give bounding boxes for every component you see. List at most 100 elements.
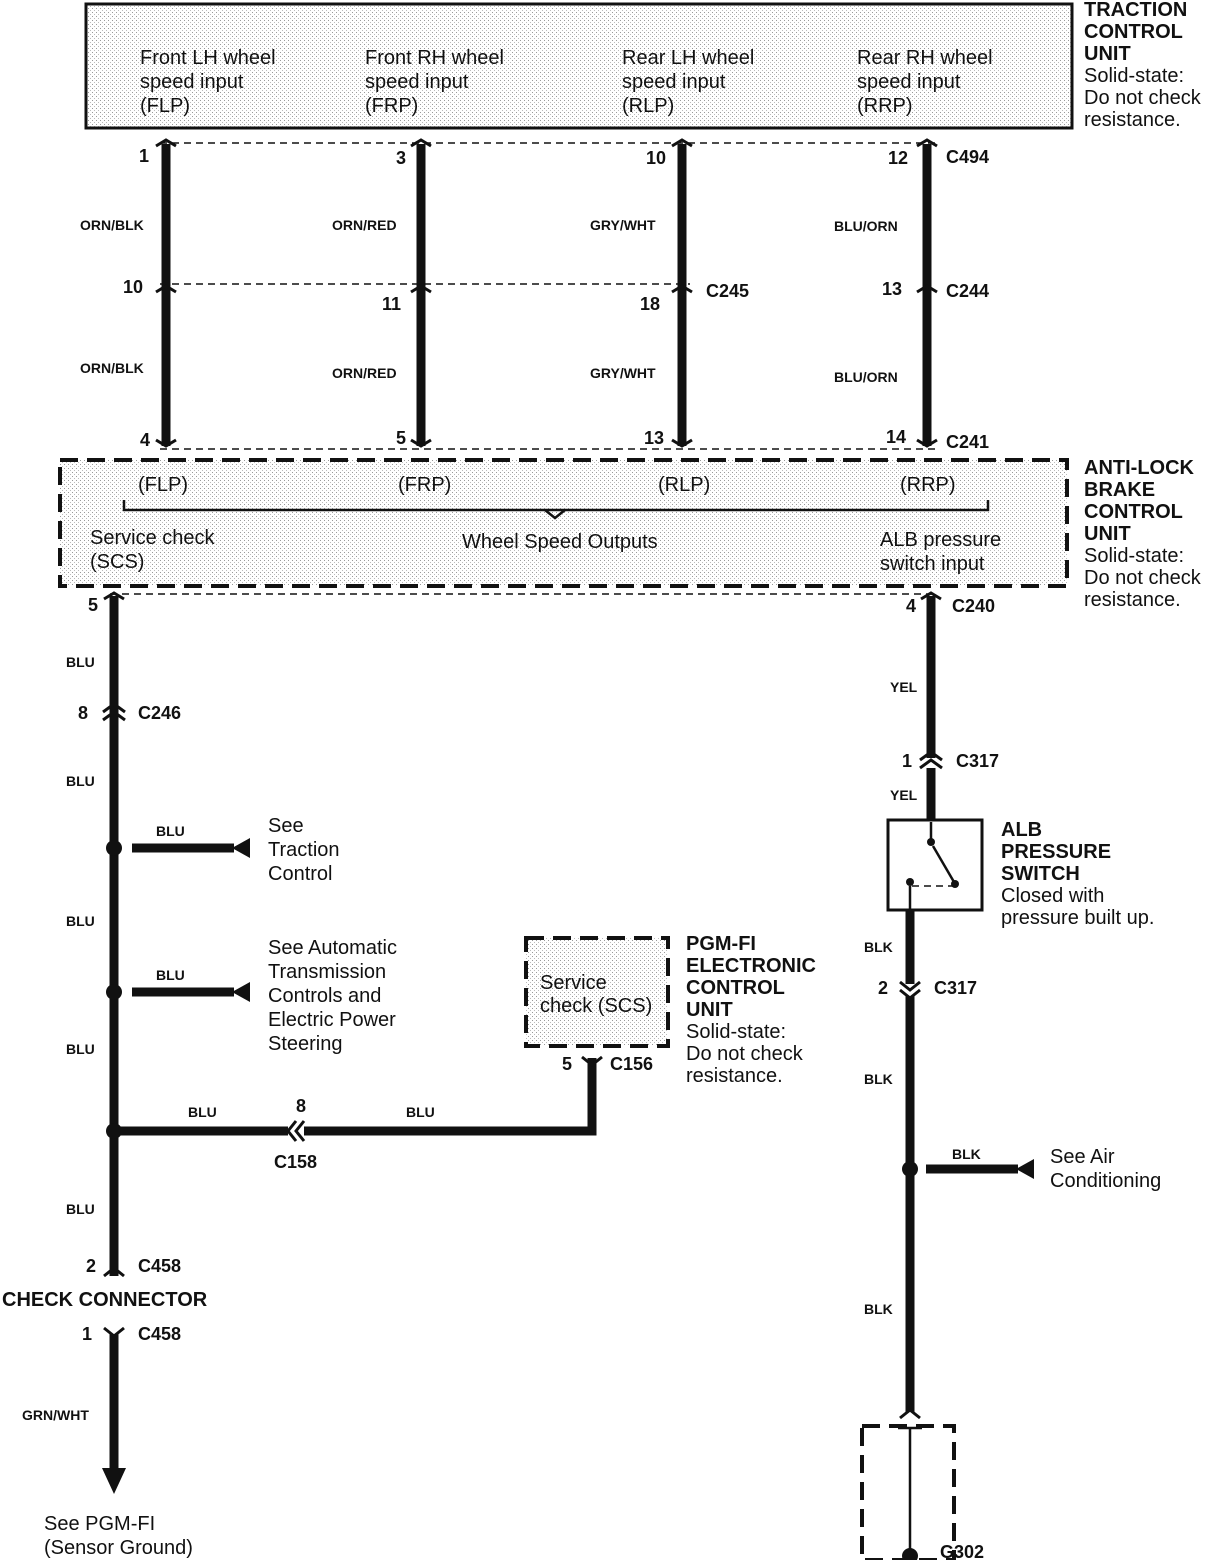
wire-color-label: GRY/WHT <box>590 365 656 381</box>
pin-number: 10 <box>123 277 143 297</box>
abs-note: Do not check <box>1084 567 1202 589</box>
tcu-input-label: Rear RH wheel <box>857 47 993 69</box>
pgm-box-fill <box>526 938 668 1046</box>
ground-box <box>860 1424 956 1562</box>
wire-color-label: BLK <box>864 939 893 955</box>
wire-color-label: BLU <box>406 1104 435 1120</box>
wire-color-label: YEL <box>890 679 918 695</box>
pin-number: 13 <box>644 428 664 448</box>
right-circuit: 4 C240 YEL 1 C317 YEL ALB PRESSURE SWITC… <box>860 591 1161 1564</box>
switch-title: PRESSURE <box>1001 841 1111 863</box>
pin-number: 10 <box>646 148 666 168</box>
switch-title: ALB <box>1001 819 1042 841</box>
connector-c246-top <box>102 702 126 714</box>
pin-number: 5 <box>88 595 98 615</box>
reference-label: Electric Power <box>268 1009 396 1031</box>
alb-input-label: ALB pressure <box>880 529 1001 551</box>
abs-output-label: (FLP) <box>138 474 188 496</box>
tcu-note: resistance. <box>1084 109 1181 131</box>
reference-arrow-icon <box>232 838 250 858</box>
wheel-speed-outputs-label: Wheel Speed Outputs <box>462 531 658 553</box>
alb-switch-box <box>886 818 984 912</box>
pgm-title: PGM-FI <box>686 933 756 955</box>
switch-note: Closed with <box>1001 885 1104 907</box>
outputs-bracket <box>122 500 990 512</box>
connector-terminal <box>916 438 938 448</box>
traction-control-unit: Front LH wheel speed input (FLP) Front R… <box>84 0 1202 131</box>
splice-point <box>106 840 122 856</box>
tcu-input-label: (RLP) <box>622 95 674 117</box>
left-circuit: 5 BLU 8 C246 BLU BLU See Traction Contro… <box>2 591 597 1559</box>
pgm-box-label: check (SCS) <box>540 995 652 1017</box>
connector-terminal <box>916 138 938 148</box>
connector-id: C317 <box>934 978 977 998</box>
abs-control-unit: (FLP) (FRP) (RLP) (RRP) Wheel Speed Outp… <box>58 448 1202 611</box>
wire-color-label: BLU <box>188 1104 217 1120</box>
pin-number: 4 <box>140 430 150 450</box>
connector-terminal <box>410 284 432 294</box>
scs-label: Service check <box>90 527 215 549</box>
wheel-wire-rlp: 10 18 13 GRY/WHT GRY/WHT <box>590 138 693 448</box>
wire-color-label: BLU <box>66 773 95 789</box>
pgm-box <box>524 936 670 1048</box>
abs-box-fill <box>60 460 1067 586</box>
wheel-wire-frp: 3 11 5 ORN/RED ORN/RED <box>332 138 432 448</box>
reference-label: See Air <box>1050 1146 1115 1168</box>
splice-point <box>106 984 122 1000</box>
pin-number: 3 <box>396 148 406 168</box>
connector-id: C458 <box>138 1256 181 1276</box>
pin-number: 11 <box>382 294 401 314</box>
pin-number: 8 <box>296 1096 306 1116</box>
wire-color-label: GRY/WHT <box>590 217 656 233</box>
tcu-input-frp: Front RH wheel speed input (FRP) <box>365 47 504 117</box>
connector-id: C241 <box>946 432 989 452</box>
check-connector-label: CHECK CONNECTOR <box>2 1289 208 1311</box>
pgm-note: Do not check <box>686 1043 804 1065</box>
pin-number: 5 <box>562 1054 572 1074</box>
abs-title: BRAKE <box>1084 479 1155 501</box>
pin-number: 1 <box>139 146 149 166</box>
tcu-title: UNIT <box>1084 43 1131 65</box>
reference-label: See <box>268 815 304 837</box>
connector-c317-top-b <box>919 758 943 770</box>
wire-color-label: ORN/BLK <box>80 360 144 376</box>
tcu-input-rrp: Rear RH wheel speed input (RRP) <box>857 47 993 117</box>
pin-number: 13 <box>882 279 902 299</box>
reference-arrow-icon <box>1016 1159 1034 1179</box>
tcu-title: CONTROL <box>1084 21 1183 43</box>
pin-number: 4 <box>906 596 916 616</box>
connector-id: C156 <box>610 1054 653 1074</box>
reference-label: See PGM-FI <box>44 1513 155 1535</box>
tcu-input-label: Rear LH wheel <box>622 47 754 69</box>
abs-title: UNIT <box>1084 523 1131 545</box>
connector-terminal <box>671 284 693 294</box>
abs-output-label: (RRP) <box>900 474 956 496</box>
pin-number: 12 <box>888 148 908 168</box>
tcu-input-rlp: Rear LH wheel speed input (RLP) <box>622 47 754 117</box>
tcu-input-label: (FLP) <box>140 95 190 117</box>
connector-terminal <box>155 138 177 148</box>
reference-label: Conditioning <box>1050 1170 1161 1192</box>
reference-label: Controls and <box>268 985 381 1007</box>
wire-color-label: GRN/WHT <box>22 1407 89 1423</box>
tcu-input-label: (RRP) <box>857 95 913 117</box>
pin-number: 2 <box>878 978 888 998</box>
connector-id: C458 <box>138 1324 181 1344</box>
connector-terminal <box>410 438 432 448</box>
ground-point <box>902 1548 918 1564</box>
reference-label: See Automatic <box>268 937 397 959</box>
wire-color-label: BLU <box>156 823 185 839</box>
connector-terminal <box>916 284 938 294</box>
wire-color-label: BLK <box>952 1146 981 1162</box>
connector-id: C317 <box>956 751 999 771</box>
abs-output-label: (RLP) <box>658 474 710 496</box>
scs-label: (SCS) <box>90 551 144 573</box>
tcu-note: Do not check <box>1084 87 1202 109</box>
connector-id: C246 <box>138 703 181 723</box>
splice-point <box>902 1161 918 1177</box>
pgm-box-label: Service <box>540 972 607 994</box>
pin-number: 5 <box>396 428 406 448</box>
connector-c240 <box>920 591 942 601</box>
